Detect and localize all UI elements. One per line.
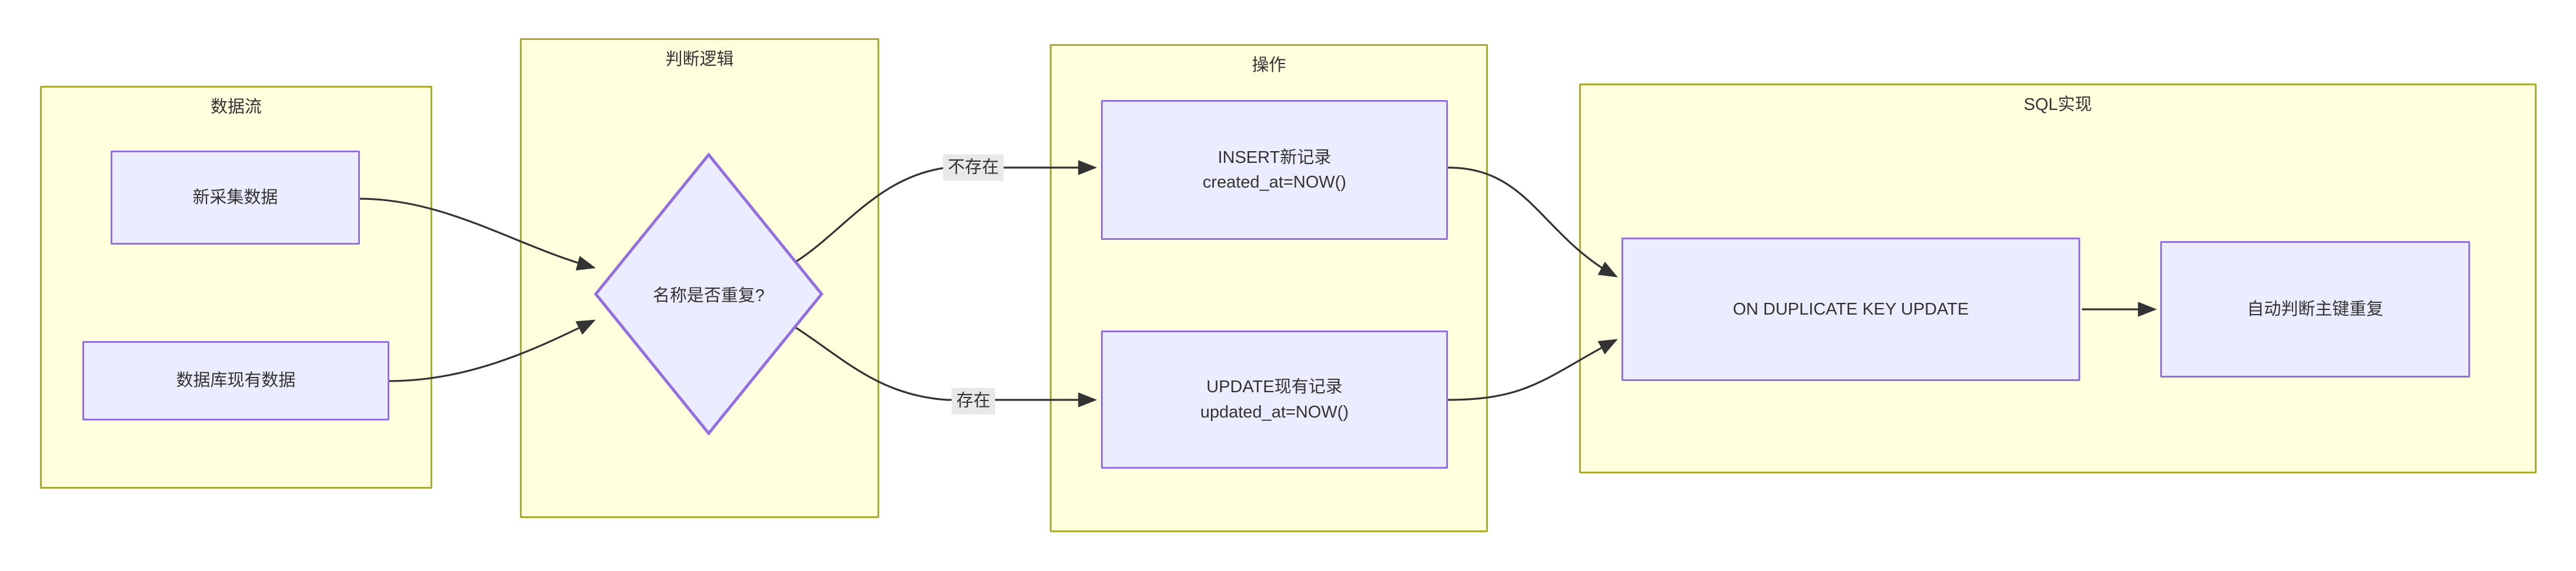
node-decision[interactable]: 名称是否重复? [594,153,823,435]
diamond-shape [594,153,823,435]
node-insert[interactable]: INSERT新记录 created_at=NOW() [1101,100,1448,240]
node-new-data-label: 新采集数据 [192,188,278,207]
node-update-label: UPDATE现有记录 updated_at=NOW() [1200,378,1349,422]
node-insert-label: INSERT新记录 created_at=NOW() [1202,148,1347,192]
cluster-dataflow-title: 数据流 [210,98,262,116]
node-auto-detect[interactable]: 自动判断主键重复 [2160,241,2470,378]
node-existing-data-label: 数据库现有数据 [176,371,296,390]
cluster-logic-title: 判断逻辑 [665,50,734,69]
node-auto-detect-label: 自动判断主键重复 [2247,299,2384,319]
edge-label-exists: 存在 [951,388,996,415]
node-on-duplicate-label: ON DUPLICATE KEY UPDATE [1733,299,1969,319]
cluster-sql-title: SQL实现 [2023,95,2093,114]
cluster-operation-title: 操作 [1252,56,1286,75]
node-existing-data[interactable]: 数据库现有数据 [82,341,389,420]
node-update[interactable]: UPDATE现有记录 updated_at=NOW() [1101,330,1448,469]
node-decision-label: 名称是否重复? [652,286,765,305]
cluster-dataflow: 数据流 [40,86,432,489]
node-new-data[interactable]: 新采集数据 [111,151,360,245]
node-on-duplicate[interactable]: ON DUPLICATE KEY UPDATE [1621,238,2080,381]
edge-label-not-exists: 不存在 [943,154,1004,181]
